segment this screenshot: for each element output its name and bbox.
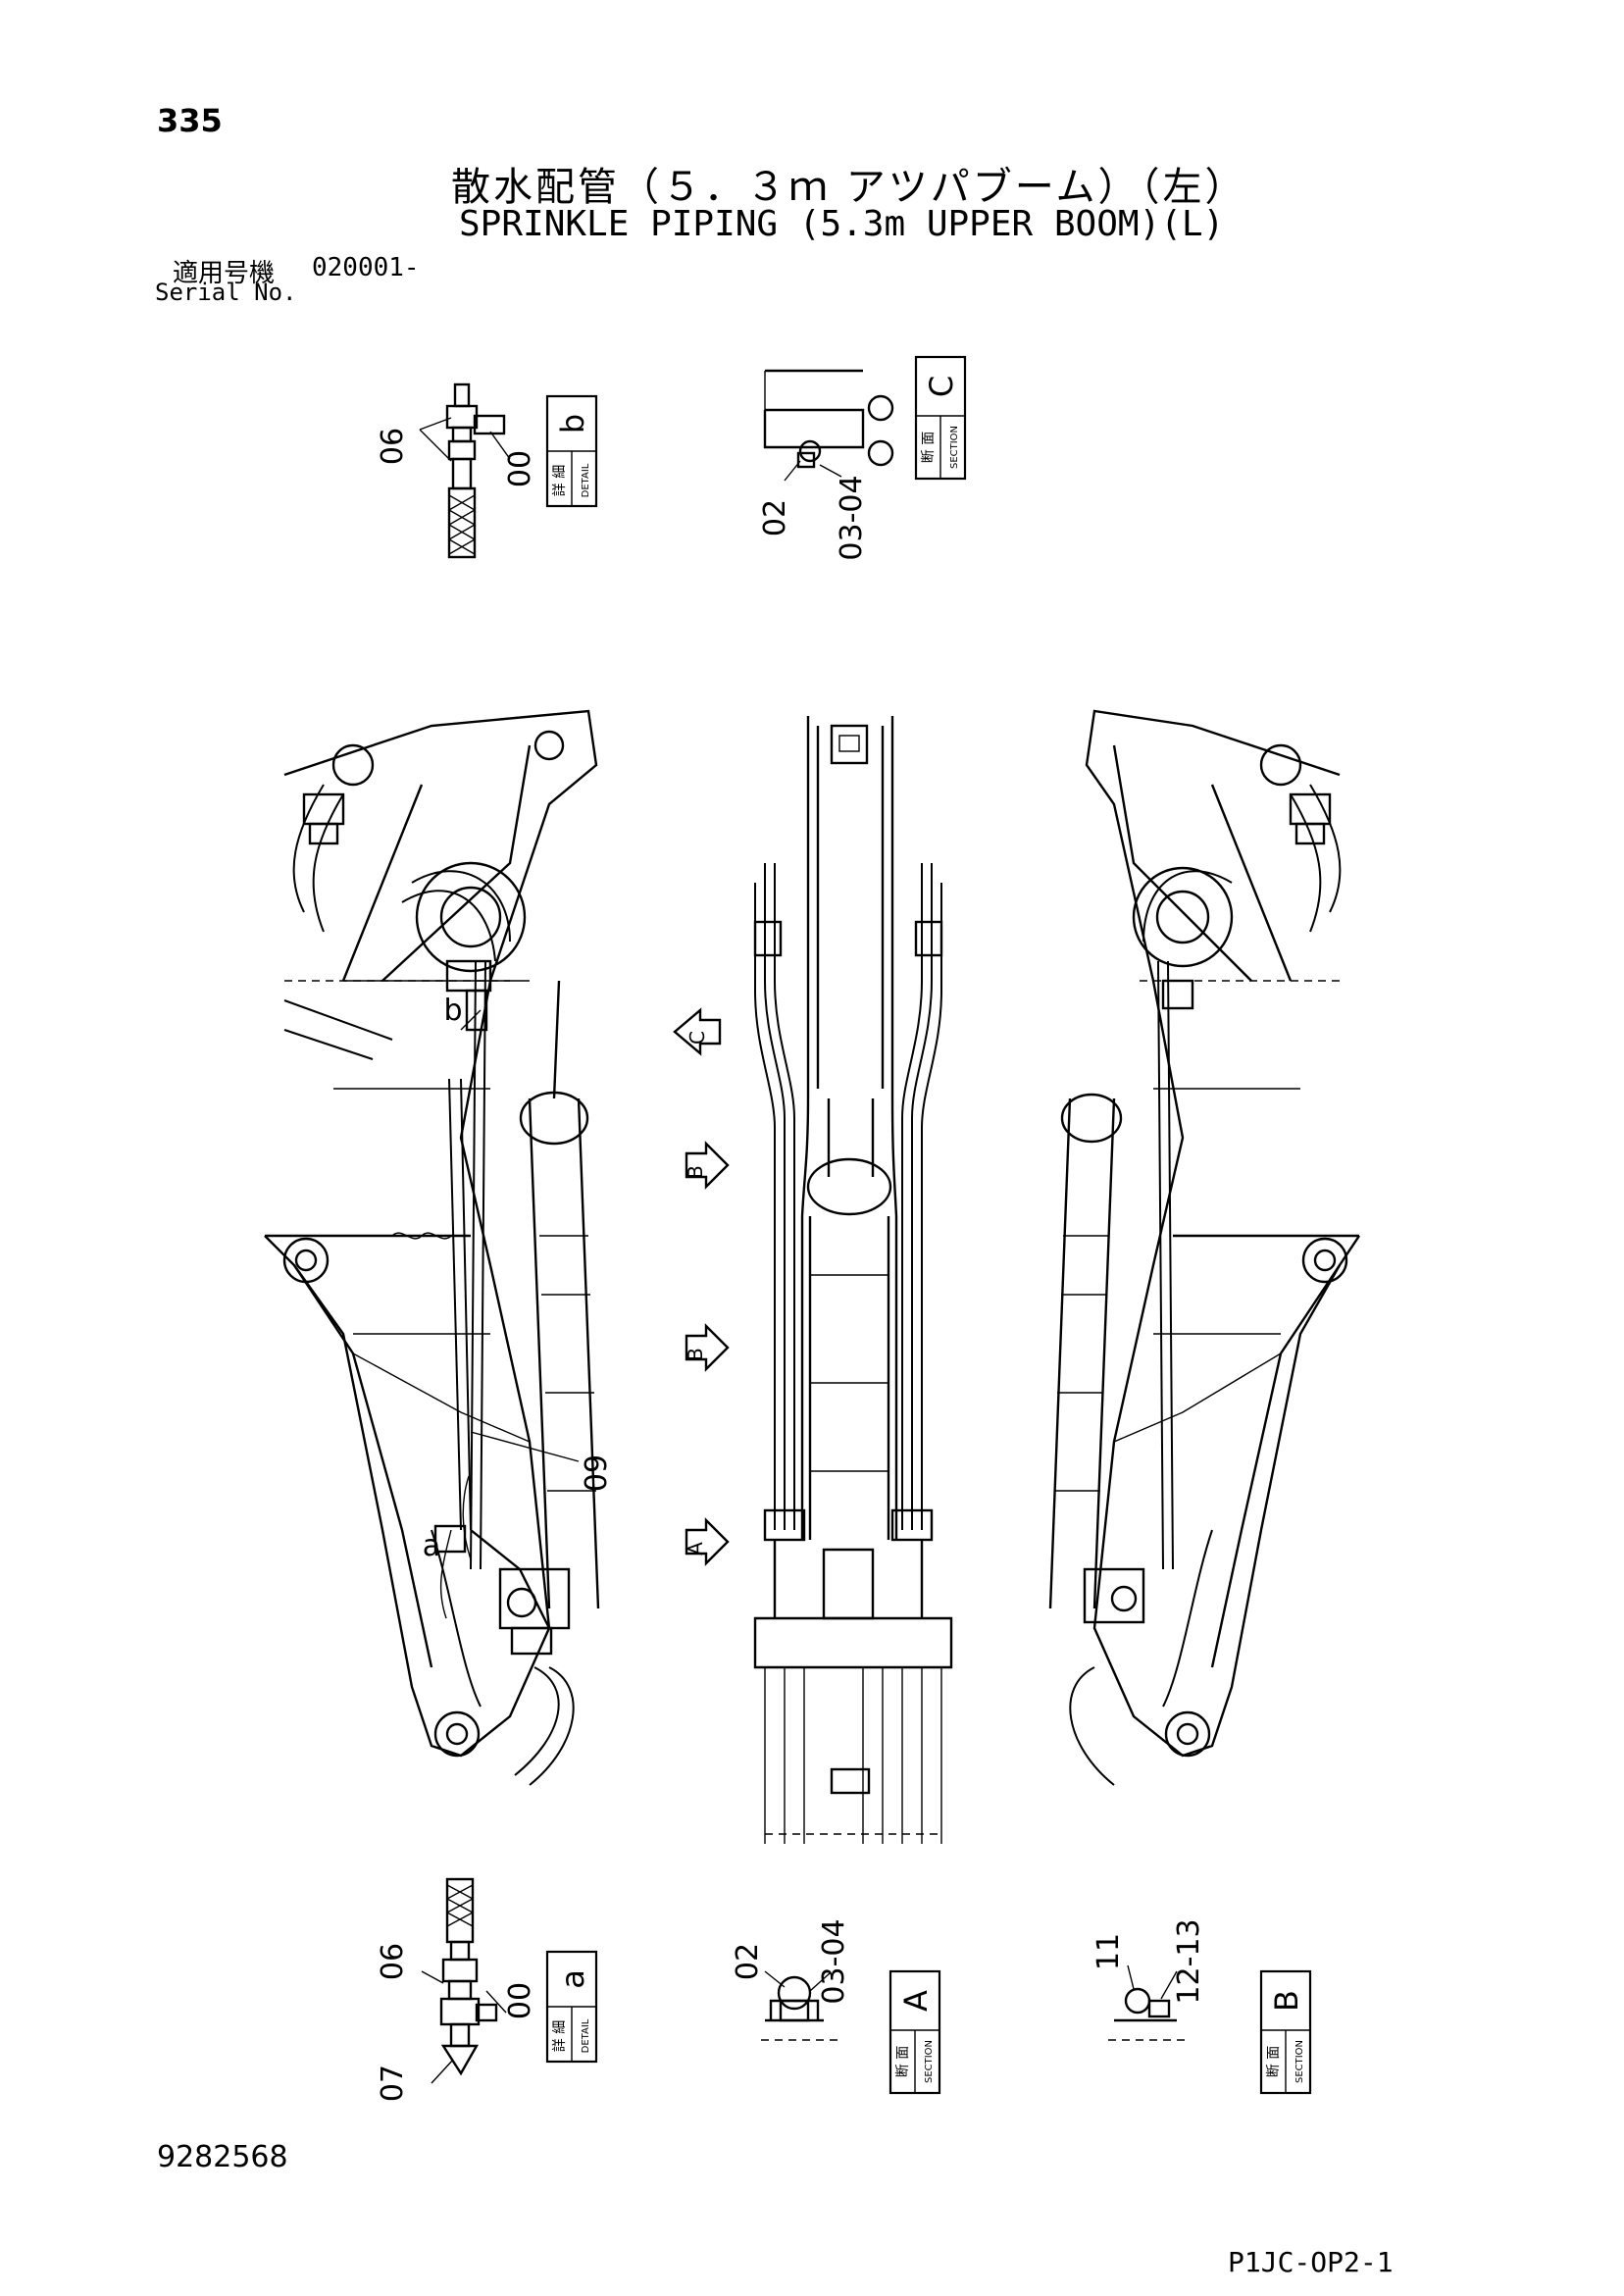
callout-b: b xyxy=(443,994,462,1028)
section-b-drawing xyxy=(1108,1964,1187,2041)
section-marker-a xyxy=(685,1517,730,1566)
serial-label-english: Serial No. xyxy=(155,279,297,306)
left-boom-drawing xyxy=(264,709,600,1786)
detail-a-part-06: 06 xyxy=(376,1943,410,1980)
section-b-part-12-13: 12-13 xyxy=(1172,1918,1206,2004)
section-a-en: SECTION xyxy=(924,2040,935,2083)
section-b-part-11: 11 xyxy=(1091,1933,1126,1970)
page-number: 335 xyxy=(157,102,223,139)
section-c-letter: C xyxy=(923,376,960,397)
section-a-part-02: 02 xyxy=(731,1943,765,1980)
section-b-jp: 断 面 xyxy=(1266,2046,1282,2077)
detail-b-part-00: 00 xyxy=(503,450,537,487)
section-a-jp: 断 面 xyxy=(895,2046,911,2077)
section-a-drawing xyxy=(761,1970,843,2041)
detail-b-jp: 詳 細 xyxy=(552,465,568,496)
detail-b-part-06: 06 xyxy=(376,428,410,465)
section-a-label-box xyxy=(888,1969,941,2095)
detail-a-en: DETAIL xyxy=(581,2018,591,2053)
section-b-label-box xyxy=(1259,1969,1312,2095)
section-c-en: SECTION xyxy=(949,426,960,469)
detail-a-part-07: 07 xyxy=(376,2065,410,2102)
callout-09: 09 xyxy=(580,1454,614,1492)
section-a-letter: A xyxy=(897,1990,935,2012)
right-boom-drawing xyxy=(1048,709,1360,1786)
center-boom-drawing xyxy=(753,716,953,1844)
section-c-drawing xyxy=(763,369,894,482)
detail-a-jp: 詳 細 xyxy=(552,2020,568,2052)
section-c-part-02: 02 xyxy=(758,499,792,536)
section-marker-c xyxy=(673,1007,722,1056)
serial-label-japanese: 適用号機 xyxy=(173,259,276,288)
detail-a-drawing xyxy=(421,1877,507,2084)
section-marker-b-upper xyxy=(685,1141,730,1190)
section-marker-b-lower-letter: B xyxy=(684,1348,707,1361)
section-c-part-03-04: 03-04 xyxy=(835,475,869,560)
detail-a-label-box xyxy=(545,1950,598,2064)
title-japanese: 散水配管（５．３ｍ アツパブーム）（左） xyxy=(451,165,1247,210)
section-b-letter: B xyxy=(1268,1990,1305,2012)
section-marker-c-letter: C xyxy=(685,1031,709,1045)
section-marker-a-letter: A xyxy=(684,1542,707,1556)
section-c-jp: 断 面 xyxy=(921,432,937,463)
title-english: SPRINKLE PIPING (5.3m UPPER BOOM)(L) xyxy=(459,204,1225,244)
section-b-en: SECTION xyxy=(1294,2040,1305,2083)
detail-b-drawing xyxy=(419,383,511,559)
detail-a-part-00: 00 xyxy=(503,1982,537,2019)
section-a-part-03-04: 03-04 xyxy=(817,1918,851,2004)
detail-a-letter: a xyxy=(554,1969,591,1989)
section-marker-b-upper-letter: B xyxy=(684,1165,707,1179)
detail-b-label-box xyxy=(545,394,598,508)
detail-b-letter: b xyxy=(554,414,591,434)
section-marker-b-lower xyxy=(685,1323,730,1372)
section-c-label-box xyxy=(914,355,967,481)
callout-a: a xyxy=(423,1529,440,1563)
detail-b-en: DETAIL xyxy=(581,463,591,497)
document-number: 9282568 xyxy=(157,2140,288,2174)
page-code: P1JC-OP2-1 xyxy=(1228,2246,1394,2278)
serial-number-value: 020001- xyxy=(312,253,420,282)
